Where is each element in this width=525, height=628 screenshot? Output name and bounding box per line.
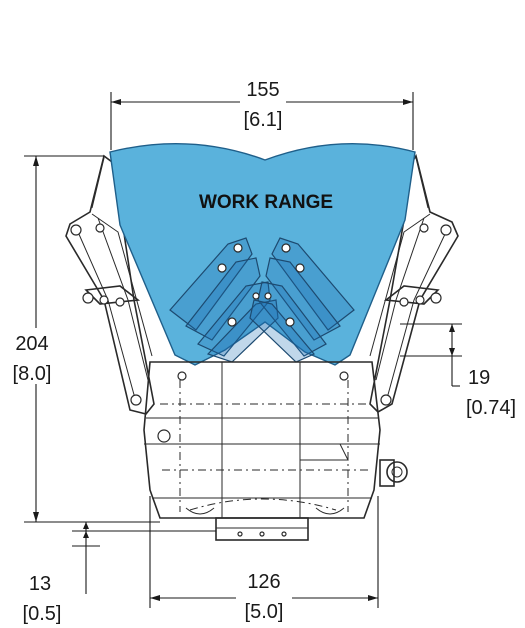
base-offset-mm: 13	[29, 573, 51, 595]
height-mm: 204	[15, 333, 48, 355]
base-width-inch: [5.0]	[245, 601, 284, 623]
top-width-inch: [6.1]	[244, 109, 283, 131]
work-range-label: WORK RANGE	[199, 192, 333, 213]
fingertip-positions	[169, 237, 355, 363]
height-inch: [8.0]	[13, 363, 52, 385]
work-range-region	[109, 143, 416, 366]
dimension-height: 204 [8.0]	[6, 155, 160, 523]
gripper-body	[143, 361, 408, 541]
top-width-mm: 155	[246, 79, 279, 101]
dimension-top-width: 155 [6.1]	[110, 78, 414, 150]
finger-offset-inch: [0.74]	[466, 397, 516, 419]
finger-offset-mm: 19	[468, 367, 490, 389]
dimension-base-width: 126 [5.0]	[149, 496, 379, 623]
base-width-mm: 126	[247, 571, 280, 593]
base-offset-inch: [0.5]	[23, 603, 62, 625]
dimension-finger-offset: 19 [0.74]	[400, 323, 516, 419]
dimension-base-offset: 13 [0.5]	[23, 522, 216, 625]
